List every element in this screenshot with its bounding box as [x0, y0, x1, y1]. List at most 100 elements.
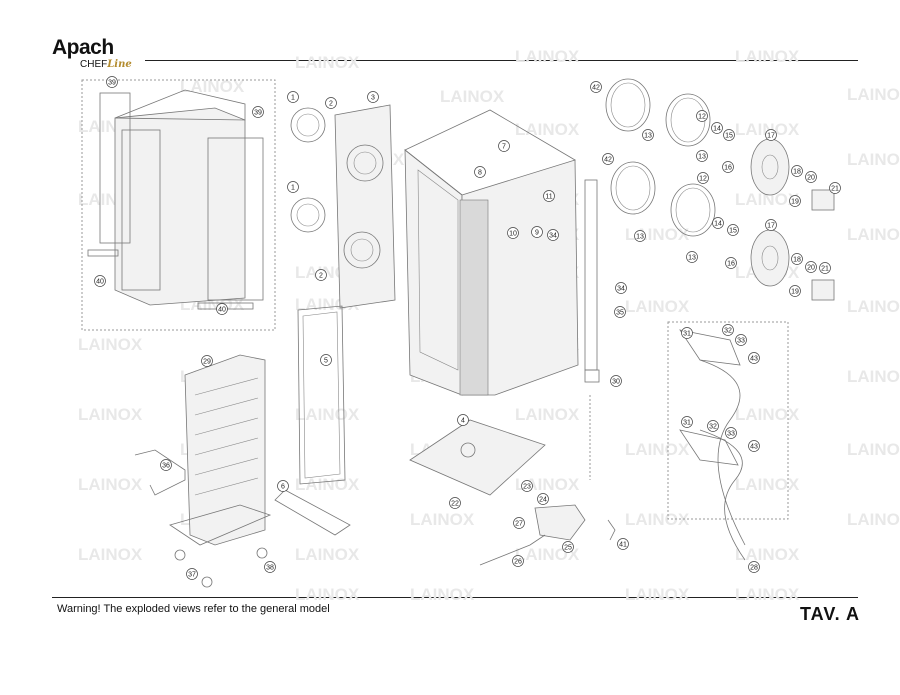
callout-32: 32 — [707, 420, 719, 432]
callout-32: 32 — [722, 324, 734, 336]
callout-1: 1 — [287, 181, 299, 193]
watermark-text: LAINOX — [295, 545, 360, 564]
svg-text:19: 19 — [791, 198, 799, 205]
callout-5: 5 — [320, 354, 332, 366]
callout-19: 19 — [789, 285, 801, 297]
watermark-text: LAINOX — [410, 585, 475, 604]
callout-29: 29 — [201, 355, 213, 367]
callout-18: 18 — [791, 165, 803, 177]
callout-30: 30 — [610, 375, 622, 387]
svg-text:11: 11 — [545, 193, 552, 200]
watermark-text: LAINOX — [847, 367, 900, 386]
svg-text:20: 20 — [807, 264, 815, 271]
watermark-text: LAINOX — [847, 150, 900, 169]
callout-13: 13 — [642, 129, 654, 141]
callout-21: 21 — [819, 262, 831, 274]
svg-text:13: 13 — [688, 254, 696, 261]
side-panel-39 — [99, 92, 131, 244]
callout-17: 17 — [765, 219, 777, 231]
svg-text:19: 19 — [791, 288, 799, 295]
callout-18: 18 — [791, 253, 803, 265]
callout-1: 1 — [287, 91, 299, 103]
svg-text:15: 15 — [725, 132, 733, 139]
svg-text:35: 35 — [616, 309, 624, 316]
callout-23: 23 — [521, 480, 533, 492]
watermark-text: LAINOX — [515, 405, 580, 424]
callout-12: 12 — [697, 172, 709, 184]
steam-group — [667, 321, 789, 520]
svg-text:37: 37 — [188, 571, 196, 578]
callout-11: 11 — [543, 190, 555, 202]
callout-20: 20 — [805, 171, 817, 183]
callout-40: 40 — [94, 275, 106, 287]
svg-text:16: 16 — [727, 260, 735, 267]
callout-34: 34 — [547, 229, 559, 241]
svg-text:43: 43 — [750, 355, 758, 362]
callout-37: 37 — [186, 568, 198, 580]
watermark-text: LAINOX — [847, 85, 900, 104]
callout-7: 7 — [498, 140, 510, 152]
svg-text:1: 1 — [291, 184, 295, 191]
callout-42: 42 — [590, 81, 602, 93]
oven-cabinet-center — [404, 109, 579, 396]
brand-chef: CHEF — [80, 59, 108, 70]
callout-6: 6 — [277, 480, 289, 492]
svg-text:31: 31 — [683, 419, 691, 426]
svg-text:13: 13 — [698, 153, 706, 160]
brand-logo: Apach — [52, 36, 114, 60]
callout-10: 10 — [507, 227, 519, 239]
svg-text:31: 31 — [683, 330, 691, 337]
svg-text:33: 33 — [737, 337, 745, 344]
watermark-text: LAINOX — [515, 47, 580, 66]
svg-text:36: 36 — [162, 462, 170, 469]
trolley-rack — [134, 354, 272, 588]
svg-text:12: 12 — [699, 175, 707, 182]
callout-24: 24 — [537, 493, 549, 505]
watermark-text: LAINOX — [735, 190, 800, 209]
watermark-text: LAINOX — [847, 225, 900, 244]
watermark-text: LAINOX — [847, 297, 900, 316]
svg-text:10: 10 — [509, 230, 517, 237]
svg-text:13: 13 — [636, 233, 644, 240]
watermark-text: LAINOX — [735, 405, 800, 424]
svg-text:41: 41 — [619, 541, 627, 548]
callout-39: 39 — [252, 106, 264, 118]
callout-8: 8 — [474, 166, 486, 178]
callout-20: 20 — [805, 261, 817, 273]
callout-34: 34 — [615, 282, 627, 294]
watermark-text: LAINOX — [295, 585, 360, 604]
callout-25: 25 — [562, 541, 574, 553]
svg-text:29: 29 — [203, 358, 211, 365]
watermark-text: LAINOX — [515, 120, 580, 139]
svg-text:8: 8 — [478, 169, 482, 176]
svg-text:34: 34 — [549, 232, 557, 239]
oven-frame-group — [81, 79, 276, 331]
watermark-text: LAINOX — [735, 475, 800, 494]
svg-text:2: 2 — [329, 100, 333, 107]
callout-42: 42 — [602, 153, 614, 165]
svg-text:39: 39 — [254, 109, 262, 116]
svg-text:23: 23 — [523, 483, 531, 490]
callout-layer: 1122345678910111212131313131414151516161… — [94, 76, 841, 580]
svg-text:40: 40 — [96, 278, 104, 285]
brand-sub: CHEFLine — [80, 59, 132, 70]
watermark-text: LAINOX — [625, 585, 690, 604]
callout-21: 21 — [829, 182, 841, 194]
svg-text:17: 17 — [767, 132, 775, 139]
header-rule — [145, 60, 858, 61]
watermark-text: LAINOX — [735, 47, 800, 66]
svg-text:26: 26 — [514, 558, 522, 565]
callout-19: 19 — [789, 195, 801, 207]
svg-text:17: 17 — [767, 222, 775, 229]
svg-text:9: 9 — [535, 229, 539, 236]
svg-text:33: 33 — [727, 430, 735, 437]
door-glass-39 — [207, 137, 264, 301]
watermark-text: LAINOX — [295, 53, 360, 72]
callout-2: 2 — [315, 269, 327, 281]
watermark-text: LAINOX — [78, 475, 143, 494]
callout-26: 26 — [512, 555, 524, 567]
svg-text:3: 3 — [371, 94, 375, 101]
svg-text:38: 38 — [266, 564, 274, 571]
svg-text:14: 14 — [713, 125, 721, 132]
fans-column — [290, 104, 396, 309]
